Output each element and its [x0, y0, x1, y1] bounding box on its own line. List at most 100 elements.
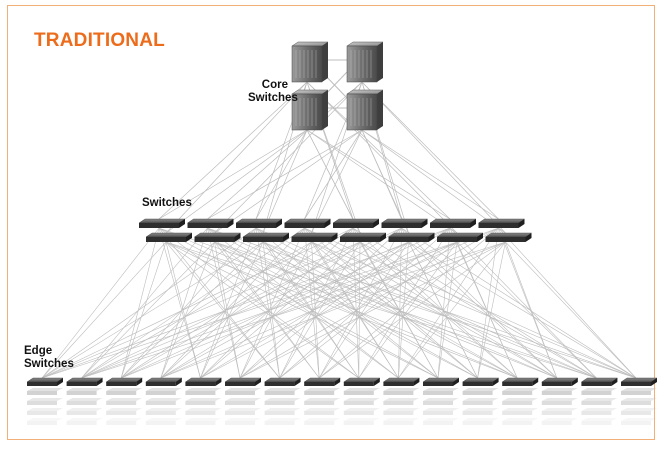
cable-line: [160, 227, 402, 379]
edge-switch-ghost: [423, 408, 459, 415]
edge-switch-ghost: [27, 418, 63, 425]
cable-line: [477, 227, 499, 379]
edge-switch-ghost: [383, 388, 420, 395]
edge-switch-ghost: [185, 398, 222, 405]
cable-line: [398, 227, 402, 379]
aggregation-switch: [193, 232, 242, 242]
edge-label-line1: Edge: [24, 345, 53, 357]
cable-line: [318, 227, 402, 379]
edge-switch-ghost: [66, 418, 103, 425]
cable-line: [408, 241, 558, 379]
edge-switch-ghost: [106, 418, 143, 425]
cable-line: [401, 227, 637, 379]
cable-line: [304, 227, 557, 379]
cable-line: [319, 227, 499, 379]
cable-line: [200, 241, 361, 379]
cable-line: [306, 129, 451, 220]
edge-switch: [580, 377, 619, 386]
edge-switch-ghost: [502, 418, 539, 425]
edge-switch-ghost: [383, 408, 420, 415]
cable-line: [207, 227, 320, 379]
edge-switch-ghost: [145, 408, 182, 415]
aggregation-switch: [145, 232, 193, 242]
cable-line: [200, 241, 264, 379]
cable-line: [437, 227, 451, 379]
edge-switch-ghost: [106, 408, 143, 415]
edge-switch-ghost: [462, 388, 499, 395]
cable-line: [311, 129, 363, 234]
edge-switch-ghost: [343, 408, 380, 415]
cable-line: [207, 227, 241, 379]
edge-switches-label: Edge Switches: [24, 345, 74, 371]
cable-line: [352, 227, 597, 379]
cable-line: [200, 227, 257, 379]
cable-line: [279, 241, 361, 379]
edge-switch-ghost: [621, 408, 657, 415]
cable-line: [449, 227, 597, 379]
cable-line: [352, 227, 518, 379]
cable-line: [121, 227, 451, 379]
cable-line: [81, 227, 499, 379]
aggregation-switch: [380, 218, 429, 228]
aggregation-switches-label: Switches: [142, 197, 192, 209]
edge-switch-ghost: [66, 388, 103, 395]
cable-line: [200, 227, 451, 379]
cable-line: [361, 81, 499, 220]
cable-line: [81, 241, 409, 379]
cable-line: [165, 81, 308, 234]
cable-line: [361, 129, 409, 234]
aggregation-switch: [332, 218, 380, 228]
cable-line: [239, 227, 499, 379]
cable-line: [239, 227, 402, 379]
edge-switch: [184, 377, 223, 386]
cable-line: [319, 241, 506, 379]
edge-switch-ghost: [145, 388, 182, 395]
edge-label-line2: Switches: [24, 358, 74, 370]
cable-line: [401, 227, 558, 379]
edge-switch-ghost: [27, 388, 63, 395]
edge-switch-ghost: [502, 398, 539, 405]
edge-switch-ghost: [264, 408, 301, 415]
cable-line: [41, 241, 167, 379]
edge-switch-ghost: [264, 388, 301, 395]
cable-line: [304, 227, 478, 379]
aggregation-switch: [387, 232, 436, 242]
cable-line: [158, 227, 597, 379]
cable-line: [498, 227, 637, 379]
cable-line: [120, 241, 167, 379]
cable-line: [41, 227, 354, 379]
cable-line: [165, 241, 359, 379]
cable-line: [41, 227, 160, 379]
edge-switch-ghost: [621, 388, 657, 395]
cable-line: [449, 227, 518, 379]
cable-line: [239, 241, 506, 379]
edge-switch-ghost: [185, 418, 222, 425]
cable-line: [352, 227, 439, 379]
edge-switch-ghost: [621, 418, 657, 425]
cable-line: [41, 241, 264, 379]
cable-line: [158, 227, 439, 379]
cable-line: [498, 227, 558, 379]
edge-switch: [501, 377, 539, 386]
cable-mesh: [41, 59, 637, 379]
cable-line: [165, 241, 518, 379]
cable-line: [165, 241, 439, 379]
edge-switch: [105, 377, 143, 386]
aggregation-switch: [290, 232, 339, 242]
edge-switch-ghost: [383, 398, 420, 405]
cable-line: [279, 227, 451, 379]
cable-line: [214, 241, 637, 379]
edge-switch-ghost: [581, 418, 618, 425]
edge-switch-ghost: [66, 398, 103, 405]
edge-switch: [620, 377, 658, 386]
cable-line: [200, 227, 354, 379]
diagram-title: TRADITIONAL: [34, 30, 165, 51]
edge-switch: [382, 377, 421, 386]
edge-switch: [145, 377, 183, 386]
edge-switch-ghost: [106, 388, 143, 395]
edge-switch: [461, 377, 500, 386]
cable-line: [304, 227, 637, 379]
cable-line: [120, 227, 257, 379]
edge-switch: [224, 377, 262, 386]
